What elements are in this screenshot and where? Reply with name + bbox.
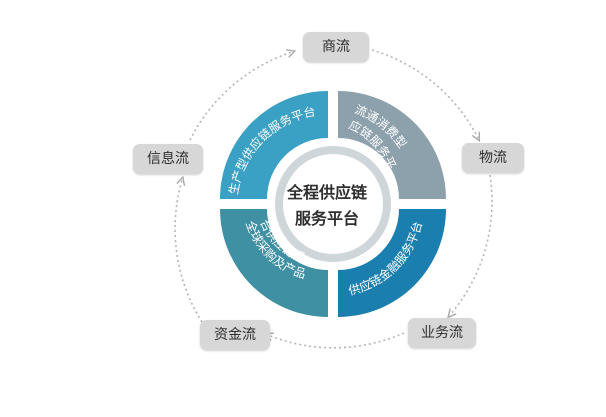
node-zijin-liu: 资金流 — [200, 320, 270, 350]
segment-top-right — [338, 91, 446, 199]
center-disc — [283, 154, 383, 254]
node-shang-liu: 商流 — [303, 32, 369, 62]
segment-bottom-right — [338, 209, 446, 317]
segment-bottom-left — [220, 209, 328, 317]
arrow-xinxi-to-shang — [189, 52, 292, 141]
dotted-cycle — [174, 49, 493, 349]
center-title: 全程供应链 服务平台 — [272, 180, 382, 232]
arrow-yewu-to-zijin — [268, 332, 405, 349]
center-title-line1: 全程供应链 — [286, 183, 367, 202]
node-yewu-liu: 业务流 — [408, 318, 476, 348]
node-wu-liu: 物流 — [462, 143, 524, 173]
segment-top-left — [220, 91, 328, 199]
node-xinxi-liu: 信息流 — [133, 144, 203, 174]
arrow-zijin-to-xinxi — [174, 180, 203, 323]
arrow-wu-to-yewu — [450, 174, 493, 315]
arrow-shang-to-wu — [371, 49, 478, 138]
ring — [220, 91, 446, 317]
center-title-line2: 服务平台 — [294, 209, 359, 228]
